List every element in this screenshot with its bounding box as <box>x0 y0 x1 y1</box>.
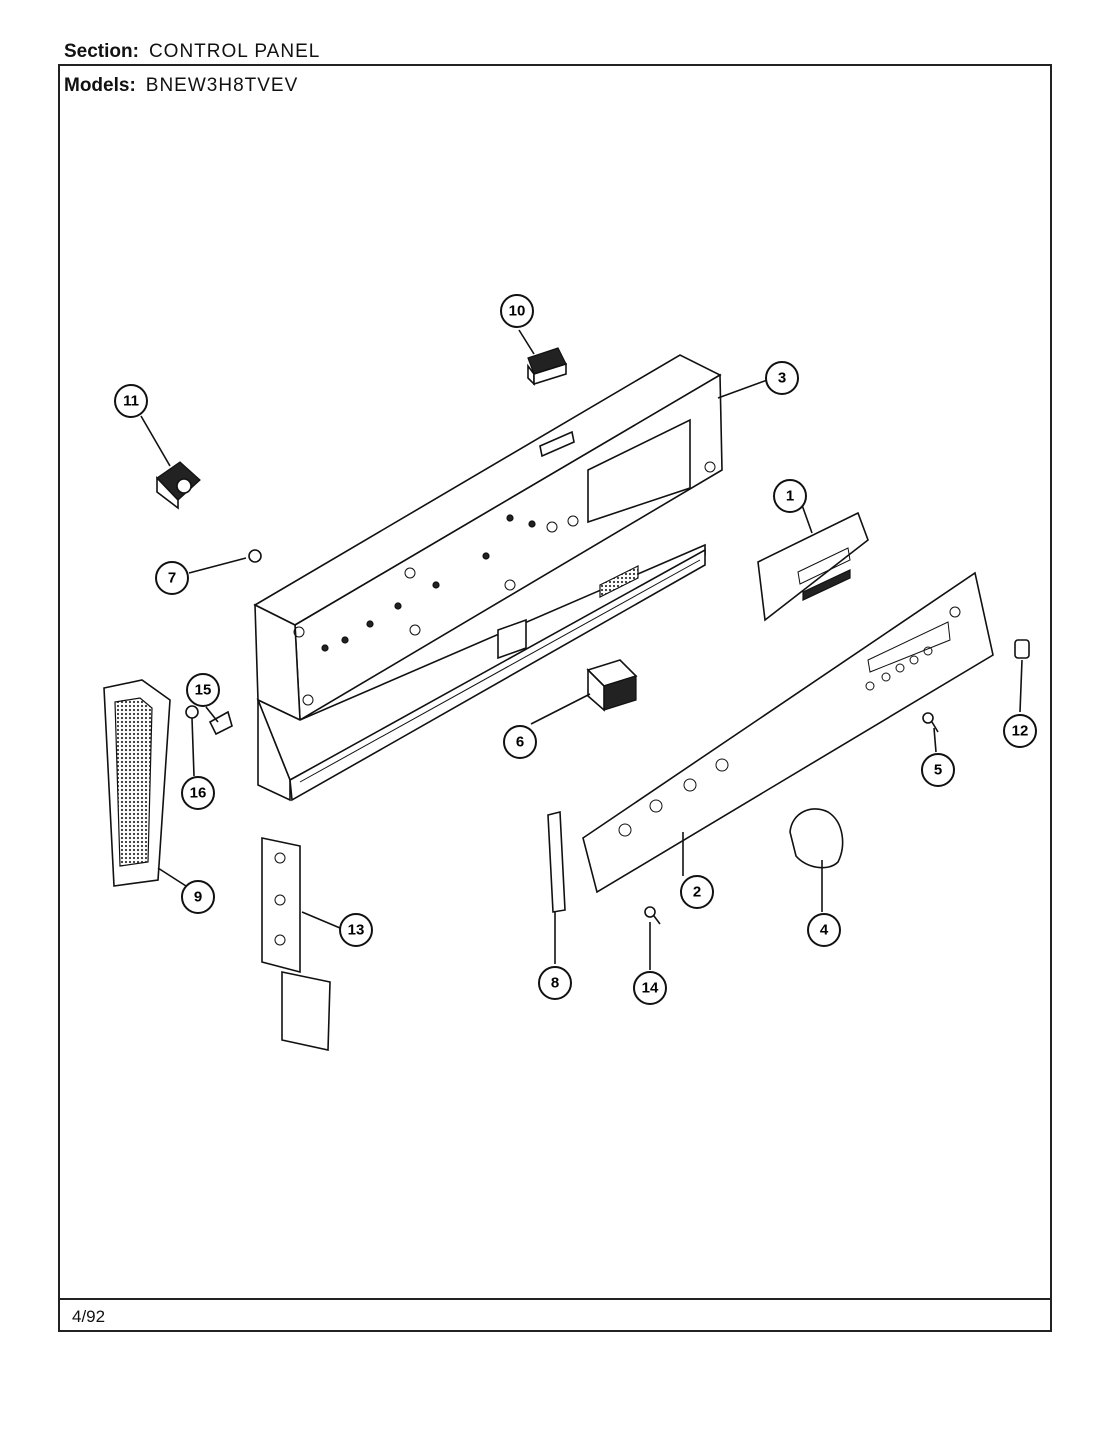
callout-label: 16 <box>190 785 207 802</box>
mounting-bracket <box>261 837 331 1051</box>
callout-label: 3 <box>778 370 786 387</box>
rocker-switch <box>527 347 567 386</box>
callout-label: 7 <box>168 570 176 587</box>
footer-divider <box>58 1298 1052 1300</box>
leader-lines <box>140 329 1023 970</box>
models-label: Models: <box>64 75 136 96</box>
section-heading: Section: CONTROL PANEL <box>64 41 320 63</box>
trim-strip <box>547 810 566 913</box>
callout-label: 11 <box>123 393 139 410</box>
models-value: BNEW3H8TVEV <box>145 75 299 96</box>
callout-label: 6 <box>516 734 524 751</box>
control-panel-housing <box>253 354 723 802</box>
section-value: CONTROL PANEL <box>148 41 321 62</box>
callout-label: 1 <box>786 488 794 505</box>
callout-label: 10 <box>509 303 526 320</box>
callout-label: 14 <box>642 980 659 997</box>
diagram-frame <box>58 64 1052 1332</box>
relay-switch <box>586 659 638 712</box>
callout-5: 5 <box>921 753 955 787</box>
nut <box>248 549 262 563</box>
section-label: Section: <box>64 41 139 62</box>
callout-7: 7 <box>155 561 189 595</box>
end-cap <box>103 679 171 887</box>
callout-4: 4 <box>807 913 841 947</box>
callout-8: 8 <box>538 966 572 1000</box>
callout-label: 12 <box>1012 723 1029 740</box>
callout-6: 6 <box>503 725 537 759</box>
control-panel-glass <box>582 571 994 894</box>
callout-label: 8 <box>551 975 559 992</box>
callout-2: 2 <box>680 875 714 909</box>
callout-10: 10 <box>500 294 534 328</box>
callout-12: 12 <box>1003 714 1037 748</box>
screw <box>922 712 939 733</box>
callout-3: 3 <box>765 361 799 395</box>
callout-label: 4 <box>820 922 829 939</box>
callout-15: 15 <box>186 673 220 707</box>
callout-16: 16 <box>181 776 215 810</box>
callout-1: 1 <box>773 479 807 513</box>
knob-insert <box>1014 639 1030 659</box>
callout-13: 13 <box>339 913 373 947</box>
control-knob <box>789 808 844 869</box>
callout-label: 5 <box>934 762 942 779</box>
callout-label: 15 <box>195 682 212 699</box>
callout-11: 11 <box>114 384 148 418</box>
callout-label: 9 <box>194 889 202 906</box>
callout-9: 9 <box>181 880 215 914</box>
rotary-switch <box>156 461 201 510</box>
electronic-control-board <box>757 511 869 622</box>
callout-14: 14 <box>633 971 667 1005</box>
screw-lower <box>644 906 661 925</box>
revision-date: 4/92 <box>72 1307 106 1326</box>
callout-label: 13 <box>348 922 365 939</box>
models-heading: Models: BNEW3H8TVEV <box>64 75 298 97</box>
callout-label: 2 <box>693 884 701 901</box>
